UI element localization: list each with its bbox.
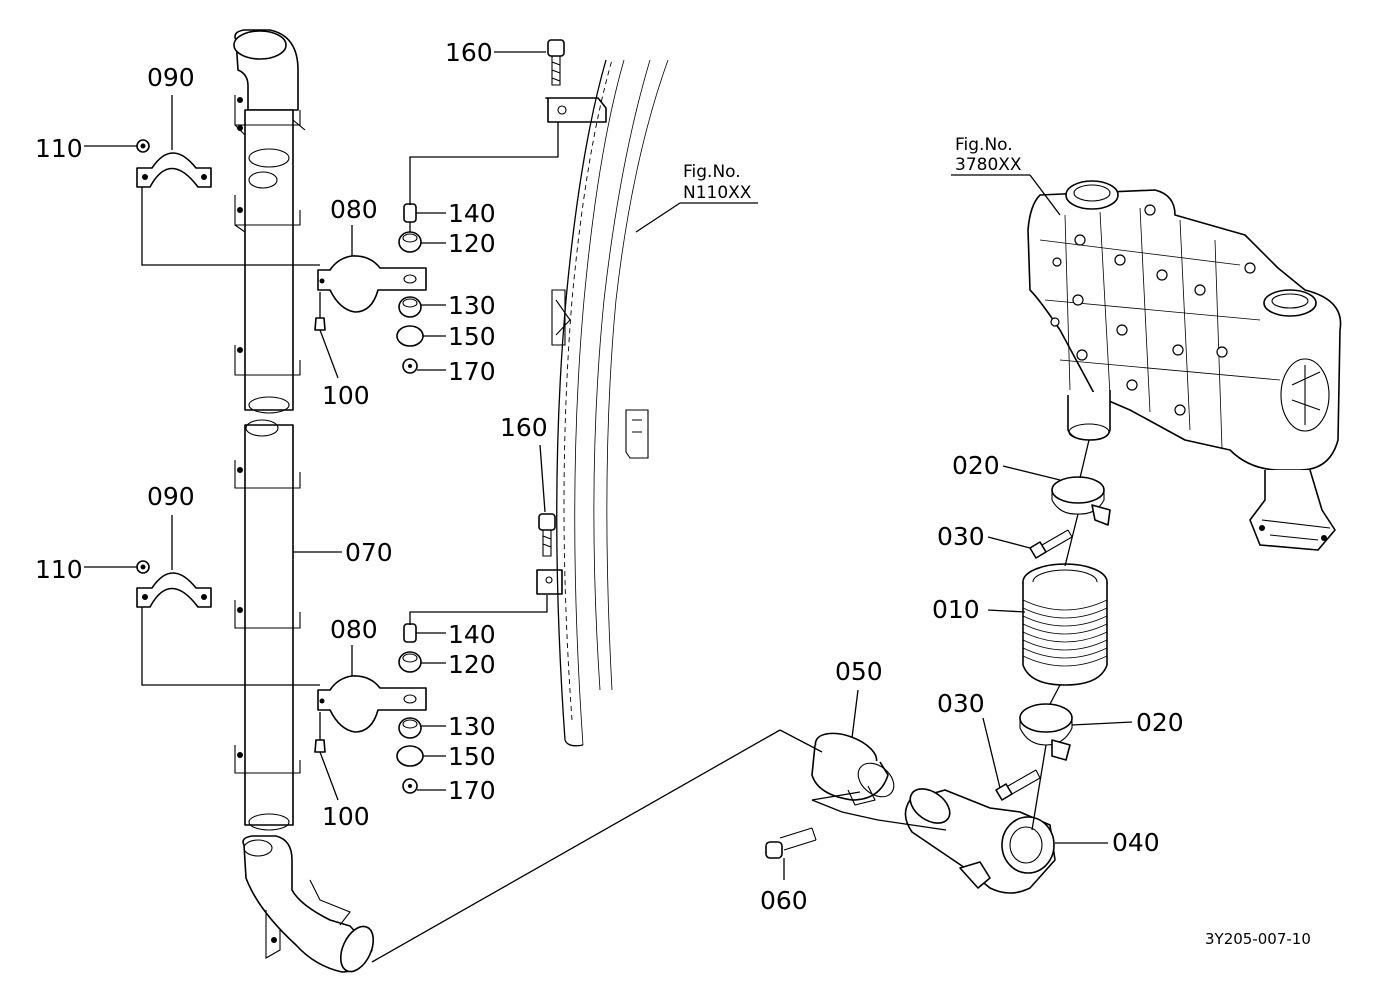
callout-090-upper: 090 xyxy=(147,63,195,92)
callout-labels: 160 090 110 080 140 120 130 150 170 100 … xyxy=(35,38,1311,948)
sleeve-clamp-050 xyxy=(811,732,895,806)
callout-080-lower: 080 xyxy=(330,615,378,644)
callout-040: 040 xyxy=(1112,828,1160,857)
callout-080-upper: 080 xyxy=(330,195,378,224)
callout-150-lower: 150 xyxy=(448,742,496,771)
fig-ref-muffler-line2: 3780XX xyxy=(955,155,1022,175)
callout-160-upper: 160 xyxy=(445,38,493,67)
callout-150-upper: 150 xyxy=(448,322,496,351)
callout-090-lower: 090 xyxy=(147,482,195,511)
fig-ref-muffler-line1: Fig.No. xyxy=(955,135,1013,155)
callout-020-lower: 020 xyxy=(1136,708,1184,737)
callout-120-lower: 120 xyxy=(448,650,496,679)
upper-clamp-group xyxy=(136,39,607,374)
callout-170-lower: 170 xyxy=(448,776,496,805)
callout-130-upper: 130 xyxy=(448,291,496,320)
lower-clamp-group xyxy=(136,513,563,794)
callout-070: 070 xyxy=(345,538,393,567)
callout-060: 060 xyxy=(760,886,808,915)
callout-160-lower: 160 xyxy=(500,413,548,442)
callout-050: 050 xyxy=(835,657,883,686)
callout-100-upper: 100 xyxy=(322,381,370,410)
cab-frame-reference xyxy=(551,59,669,747)
callout-140-upper: 140 xyxy=(448,199,496,228)
elbow-pipe-040 xyxy=(904,788,1056,894)
callout-030-upper: 030 xyxy=(937,522,985,551)
callout-170-upper: 170 xyxy=(448,357,496,386)
callout-030-lower: 030 xyxy=(937,689,985,718)
callout-140-lower: 140 xyxy=(448,620,496,649)
band-clamp-020-lower xyxy=(1019,703,1073,761)
bolt-030-lower xyxy=(995,769,1041,801)
bolt-060 xyxy=(765,827,817,859)
callout-130-lower: 130 xyxy=(448,712,496,741)
exhaust-pipe-070 xyxy=(233,29,375,973)
bolt-030-upper xyxy=(1029,529,1073,559)
callout-120-upper: 120 xyxy=(448,229,496,258)
callout-010: 010 xyxy=(932,595,980,624)
callout-110-lower: 110 xyxy=(35,555,83,584)
callout-100-lower: 100 xyxy=(322,802,370,831)
drawing-code: 3Y205-007-10 xyxy=(1205,930,1311,948)
fig-ref-frame-line1: Fig.No. xyxy=(683,162,741,182)
callout-110-upper: 110 xyxy=(35,134,83,163)
leader-lines xyxy=(84,51,1133,963)
muffler-reference xyxy=(1027,180,1342,551)
band-clamp-020-upper xyxy=(1051,476,1111,526)
flexible-bellows-010 xyxy=(1022,563,1108,686)
fig-ref-frame-line2: N110XX xyxy=(683,183,752,203)
callout-020-upper: 020 xyxy=(952,451,1000,480)
